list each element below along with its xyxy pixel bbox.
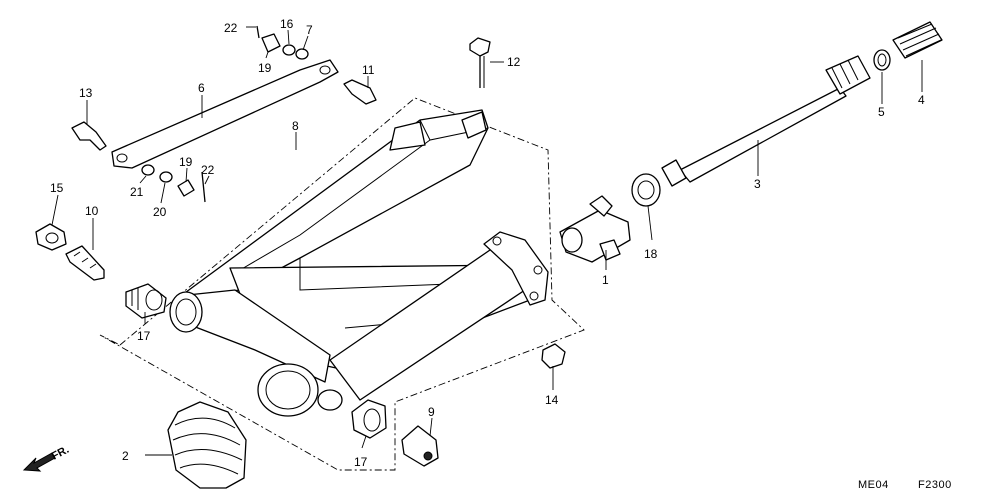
front-direction-label: FR. — [50, 444, 71, 463]
callout-3: 3 — [754, 177, 761, 191]
bolt-12 — [469, 37, 491, 88]
callout-16: 16 — [280, 17, 294, 31]
circlip-5 — [873, 49, 891, 71]
bolt-11 — [343, 79, 377, 105]
section-code: ME04 — [858, 479, 889, 491]
callout-11: 11 — [362, 63, 375, 77]
torque-rod — [111, 59, 339, 169]
callout-1: 1 — [602, 273, 609, 287]
callout-8: 8 — [292, 119, 299, 133]
bolt-13 — [71, 121, 107, 151]
callout-22-upper: 22 — [224, 21, 238, 35]
callout-22-lower: 22 — [201, 163, 215, 177]
callout-7: 7 — [306, 23, 313, 37]
pivot-adjust-bolt — [401, 425, 439, 467]
drive-shaft — [661, 55, 871, 187]
callout-4: 4 — [918, 93, 925, 107]
front-direction-indicator: FR. — [22, 444, 71, 472]
callout-9: 9 — [428, 405, 435, 419]
swingarm-boot — [167, 401, 247, 489]
oil-seal-18 — [631, 173, 661, 207]
callout-10: 10 — [85, 204, 99, 218]
callout-19-upper: 19 — [258, 61, 272, 75]
pivot-bolt-left — [65, 245, 105, 281]
callout-17-lower: 17 — [354, 455, 368, 469]
pivot-bearing-lower — [351, 399, 387, 439]
callout-18: 18 — [644, 247, 658, 261]
callout-5: 5 — [878, 105, 885, 119]
front-arrow-icon — [22, 452, 56, 472]
spring-4 — [892, 21, 943, 59]
leader-lines — [51, 26, 923, 456]
figure-code: F2300 — [918, 479, 952, 491]
callout-2: 2 — [122, 449, 129, 463]
callout-6: 6 — [198, 81, 205, 95]
callout-21: 21 — [130, 185, 144, 199]
swingarm — [169, 109, 549, 417]
small-hardware — [141, 25, 309, 203]
callout-17-upper: 17 — [137, 329, 151, 343]
callout-19-lower: 19 — [179, 155, 193, 169]
callout-15: 15 — [50, 181, 64, 195]
pivot-bearing-upper — [125, 283, 167, 319]
callout-13: 13 — [79, 86, 93, 100]
callout-labels: 1 2 3 4 5 6 7 8 9 10 11 12 13 14 15 16 1… — [50, 17, 925, 469]
callout-14: 14 — [545, 393, 559, 407]
nut-14 — [541, 343, 566, 369]
universal-joint — [559, 195, 631, 263]
callout-12: 12 — [507, 55, 521, 69]
lock-nut-15 — [35, 223, 67, 251]
callout-20: 20 — [153, 205, 167, 219]
